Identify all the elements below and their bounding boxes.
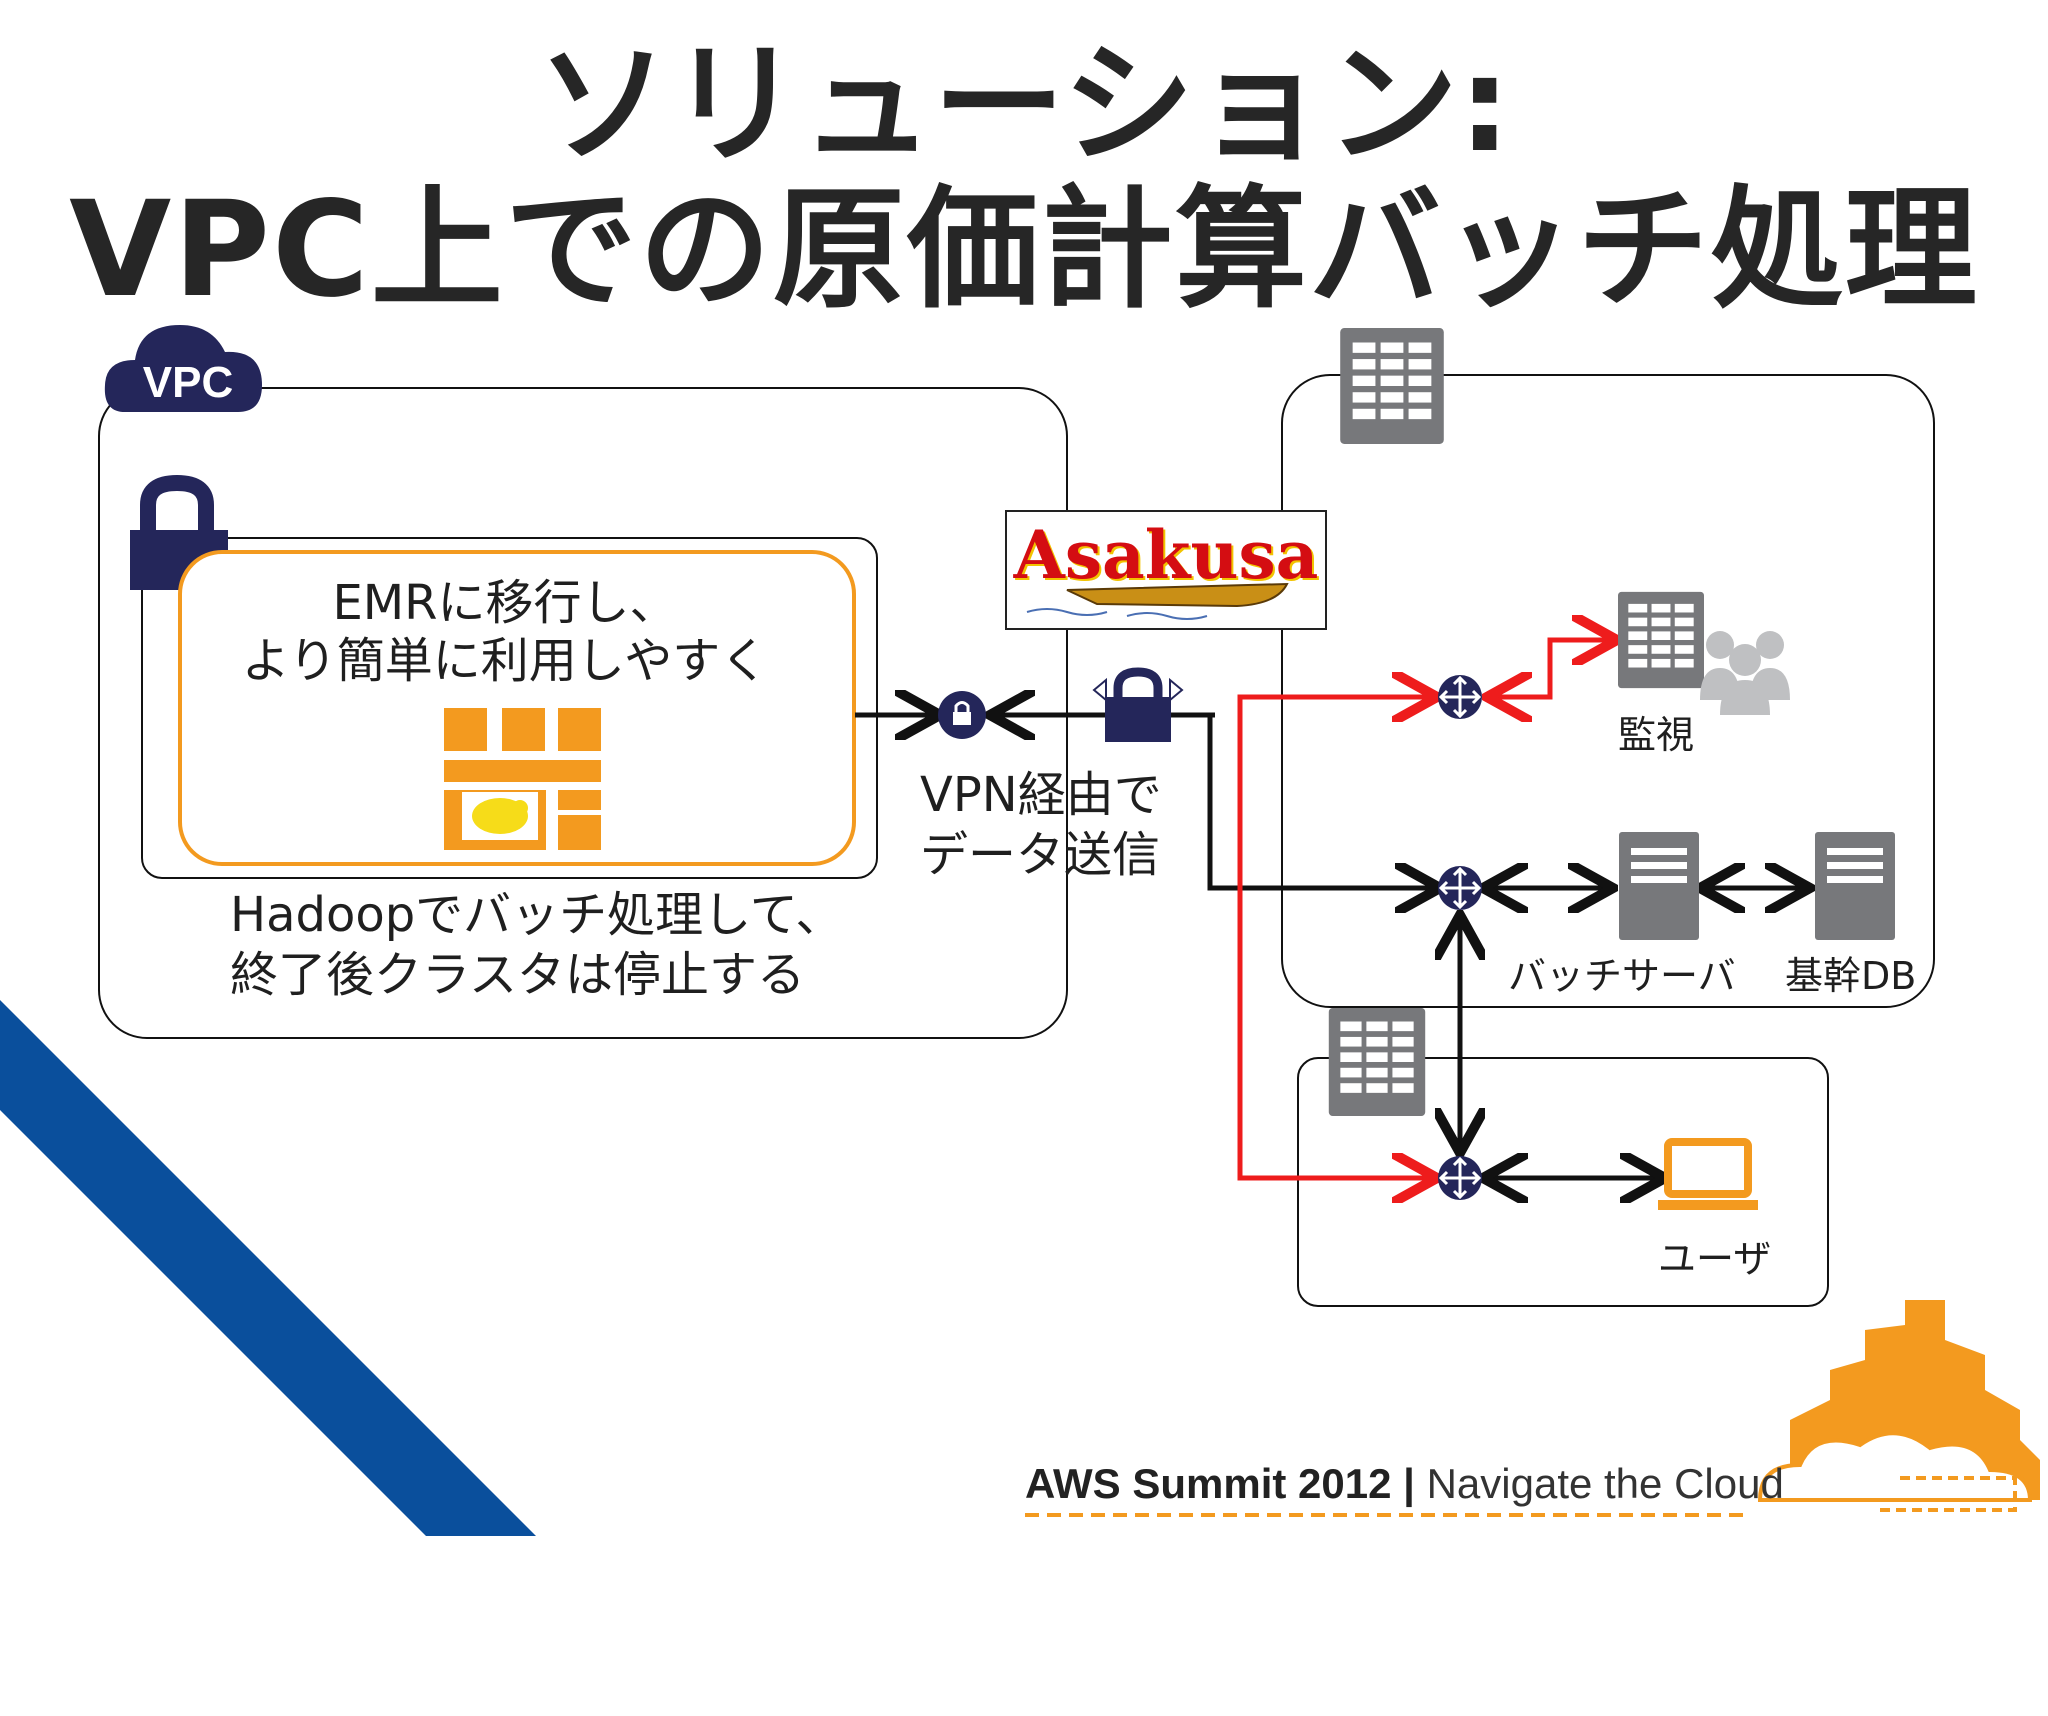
router-icon-batch bbox=[1436, 864, 1484, 912]
datacenter-region bbox=[1281, 374, 1935, 1008]
monitor-server-icon bbox=[1618, 591, 1704, 689]
batch-server-label: バッチサーバ bbox=[1508, 954, 1736, 998]
emr-caption-line2: より簡単に利用しやすく bbox=[241, 633, 769, 689]
asakusa-logo: Asakusa bbox=[1005, 510, 1327, 630]
router-to-monitor-arrow bbox=[1490, 640, 1612, 700]
emr-caption-line1: EMRに移行し、 bbox=[332, 575, 678, 631]
vpn-caption-line1: VPN経由で bbox=[920, 767, 1162, 823]
case-study-banner bbox=[0, 1000, 536, 1536]
slide-title-line2: VPC上での原価計算バッチ処理 bbox=[69, 173, 1979, 327]
hadoop-caption-line2: 終了後クラスタは停止する bbox=[230, 947, 806, 1003]
footer-brand: AWS Summit 2012 bbox=[1025, 1460, 1392, 1507]
batch-server-icon bbox=[1619, 832, 1699, 940]
footer-branding: AWS Summit 2012 | Navigate the Cloud bbox=[1025, 1460, 1784, 1508]
users-group-icon bbox=[1700, 631, 1790, 715]
vpn-gateway-icon bbox=[938, 691, 986, 739]
core-db-server-icon bbox=[1815, 832, 1895, 940]
datacenter-icon-top bbox=[1340, 328, 1444, 444]
asakusa-logo-text: Asakusa bbox=[1013, 516, 1319, 594]
emr-hadoop-icon bbox=[444, 708, 601, 850]
footer-tagline: Navigate the Cloud bbox=[1426, 1460, 1784, 1507]
vpn-to-router-line bbox=[1207, 715, 1435, 888]
monitor-label: 監視 bbox=[1618, 713, 1695, 757]
hadoop-caption-line1: Hadoopでバッチ処理して、 bbox=[230, 887, 844, 943]
network-diagram bbox=[0, 325, 2040, 1536]
private-subnet-box bbox=[141, 537, 878, 879]
vpc-cloud-icon bbox=[104, 325, 262, 412]
user-site-region bbox=[1297, 1057, 1829, 1307]
laptop-icon bbox=[1658, 1138, 1758, 1210]
vpn-caption-line2: データ送信 bbox=[920, 827, 1161, 883]
core-db-label: 基幹DB bbox=[1785, 954, 1917, 998]
user-label: ユーザ bbox=[1658, 1237, 1772, 1281]
router-icon-user bbox=[1436, 1154, 1484, 1202]
vpn-tunnel-lock-icon bbox=[1092, 667, 1184, 742]
footer-separator: | bbox=[1403, 1460, 1415, 1507]
router-icon-monitor bbox=[1436, 673, 1484, 721]
boat-icon bbox=[1026, 582, 1289, 620]
aws-summit-logo-icon bbox=[1757, 1300, 2040, 1512]
datacenter-icon-bottom bbox=[1328, 1008, 1426, 1116]
slide-title-line1: ソリューション: bbox=[536, 28, 1512, 182]
vpc-badge-label: VPC bbox=[142, 358, 234, 407]
